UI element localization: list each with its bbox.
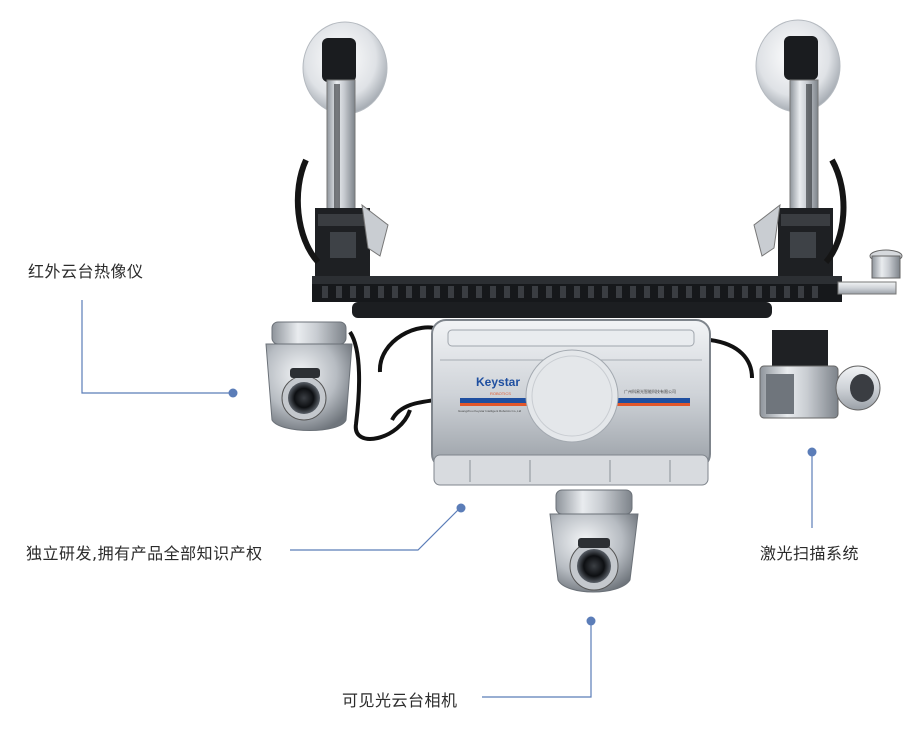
crossbeam <box>312 276 897 318</box>
brand-logo: Keystar <box>476 375 520 389</box>
label-independent-rd: 独立研发,拥有产品全部知识产权 <box>26 544 263 563</box>
label-visible-camera: 可见光云台相机 <box>342 691 458 710</box>
callout-independent <box>290 503 466 551</box>
company-name-en-left: Guangzhou Keystar Intelligent Robotics C… <box>458 409 522 413</box>
callout-laser <box>807 447 817 528</box>
callout-visible <box>482 616 596 698</box>
label-infrared-camera: 红外云台热像仪 <box>28 262 144 281</box>
right-arm <box>753 19 903 279</box>
main-body: Keystar ROBOTICS 广州科易光智能科技有限公司 Guangzhou… <box>431 319 711 486</box>
brand-logo-sub: ROBOTICS <box>490 391 511 396</box>
left-arm <box>294 21 389 278</box>
callout-ir <box>81 300 238 398</box>
label-laser-scanning: 激光扫描系统 <box>760 544 860 563</box>
company-name-cn: 广州科易光智能科技有限公司 <box>624 388 676 394</box>
laser-scanner <box>759 330 881 419</box>
infrared-gimbal-camera <box>265 321 353 431</box>
visible-gimbal-camera <box>549 489 639 593</box>
